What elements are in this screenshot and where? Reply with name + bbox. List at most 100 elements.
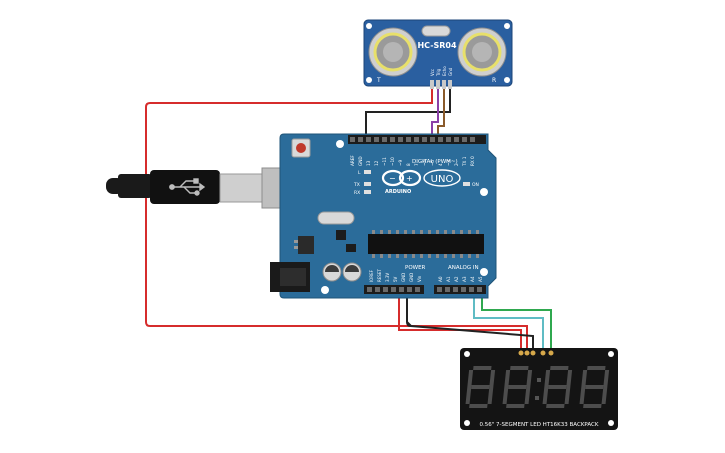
pin-a5: A5	[478, 276, 483, 282]
segment-d	[546, 404, 565, 408]
segment-f	[544, 370, 551, 387]
analog-label: ANALOG IN	[448, 265, 479, 271]
segment-a	[587, 366, 606, 370]
wires	[145, 88, 552, 352]
pin-3v3: 3.3V	[385, 273, 390, 282]
display-pin-headers[interactable]	[518, 350, 554, 356]
power-pin-labels: IOREF RESET 3.3V 5V GND GND Vin	[369, 269, 422, 282]
svg-text:+: +	[406, 174, 413, 183]
sensor-pin-labels: Vcc Trig Echo Gnd	[430, 66, 453, 77]
pin-reset: RESET	[377, 269, 382, 282]
segment-e	[579, 387, 586, 404]
digit-3	[542, 366, 573, 408]
pin-a4: A4	[470, 276, 475, 282]
segment-d	[583, 404, 602, 408]
atmega-chip	[368, 230, 484, 258]
pin-a3: A3	[462, 276, 467, 282]
arduino-logo-text: ARDUINO	[385, 189, 411, 195]
wire-gnd-black-2[interactable]	[406, 321, 534, 352]
segment-g	[585, 385, 604, 389]
usb-cable[interactable]	[106, 167, 309, 209]
sensor-side-right: R	[492, 77, 496, 84]
segment-b	[566, 370, 573, 387]
usb-icon	[169, 178, 206, 196]
led-l-label: L	[358, 170, 361, 176]
sensor-side-left: T	[376, 77, 381, 84]
led-rx-label: RX	[354, 190, 360, 196]
sensor-pin-echo: Echo	[442, 66, 447, 76]
display-label: 0.56" 7-SEGMENT LED HT16K33 BACKPACK	[479, 422, 598, 428]
segment-a	[473, 366, 492, 370]
digit-2	[502, 366, 533, 408]
segment-c	[524, 387, 531, 404]
transducer-left-icon	[368, 27, 418, 77]
pin-5: ~5	[430, 159, 435, 166]
capacitors	[322, 262, 362, 282]
digital-label: DIGITAL (PWM~)	[412, 159, 458, 165]
segment-a	[550, 366, 569, 370]
pin-2: 2	[454, 163, 459, 166]
led-tx-label: TX	[353, 182, 360, 188]
segment-c	[564, 387, 571, 404]
sensor-pin-vcc: Vcc	[430, 69, 435, 76]
segment-f	[504, 370, 511, 387]
pin-gnd: GND	[358, 156, 363, 166]
sensor-pin-headers[interactable]	[430, 80, 452, 89]
reset-button[interactable]	[291, 138, 311, 158]
pin-ioref: IOREF	[369, 269, 374, 282]
power-header[interactable]	[364, 285, 424, 294]
segment-d	[469, 404, 488, 408]
pin-vin: Vin	[417, 275, 422, 282]
sensor-label: HC-SR04	[417, 41, 457, 50]
power-label: POWER	[405, 265, 426, 271]
led-on-label: ON	[472, 182, 479, 188]
status-leds: L TX RX ON	[353, 170, 479, 196]
svg-text:−: −	[389, 174, 396, 183]
ultrasonic-sensor[interactable]: HC-SR04 T R Vcc Trig Echo Gnd	[363, 19, 513, 89]
pin-11: ~11	[382, 157, 387, 166]
uno-badge: UNO	[423, 169, 461, 187]
wire-scl-green[interactable]	[481, 289, 552, 352]
pin-a2: A2	[454, 276, 459, 282]
pin-gnd-a: GND	[401, 273, 406, 282]
pin-tx1: TX 1	[462, 156, 467, 167]
segment-d	[506, 404, 525, 408]
pin-6: ~6	[422, 159, 427, 166]
pin-13: 13	[366, 160, 371, 166]
pin-12: 12	[374, 160, 379, 166]
arduino-logo-icon: − +	[381, 169, 422, 187]
pin-8: 8	[406, 163, 411, 166]
pin-aref: AREF	[350, 155, 355, 166]
wire-echo-brown[interactable]	[437, 88, 445, 134]
pin-3: ~3	[446, 159, 451, 166]
wire-sda-teal[interactable]	[473, 289, 544, 352]
transducer-right-icon	[457, 27, 507, 77]
segment-c	[487, 387, 494, 404]
pin-4: 4	[438, 163, 443, 166]
segment-e	[502, 387, 509, 404]
arduino-uno-board[interactable]: AREF GND 13 12 ~11 ~10 ~9 8 7 ~6 ~5 4 ~3…	[270, 133, 497, 299]
display-colon	[535, 378, 541, 400]
digital-header[interactable]	[348, 135, 486, 144]
pin-5v: 5V	[393, 276, 398, 282]
pin-7: 7	[414, 163, 419, 166]
analog-header[interactable]	[434, 285, 486, 294]
segment-f	[581, 370, 588, 387]
power-jack[interactable]	[270, 262, 310, 292]
wire-sensor-gnd-black[interactable]	[365, 88, 451, 134]
display-digits	[465, 366, 610, 408]
pin-10: ~10	[390, 157, 395, 166]
segment-g	[471, 385, 490, 389]
segment-c	[601, 387, 608, 404]
analog-pin-labels: A0 A1 A2 A3 A4 A5	[438, 276, 483, 282]
digit-1	[465, 366, 496, 408]
seven-segment-display[interactable]: 0.56" 7-SEGMENT LED HT16K33 BACKPACK	[460, 348, 618, 430]
segment-b	[526, 370, 533, 387]
wire-vcc-red[interactable]	[145, 88, 528, 352]
segment-f	[467, 370, 474, 387]
segment-e	[542, 387, 549, 404]
segment-g	[508, 385, 527, 389]
segment-b	[603, 370, 610, 387]
wire-trig-purple[interactable]	[431, 88, 439, 134]
